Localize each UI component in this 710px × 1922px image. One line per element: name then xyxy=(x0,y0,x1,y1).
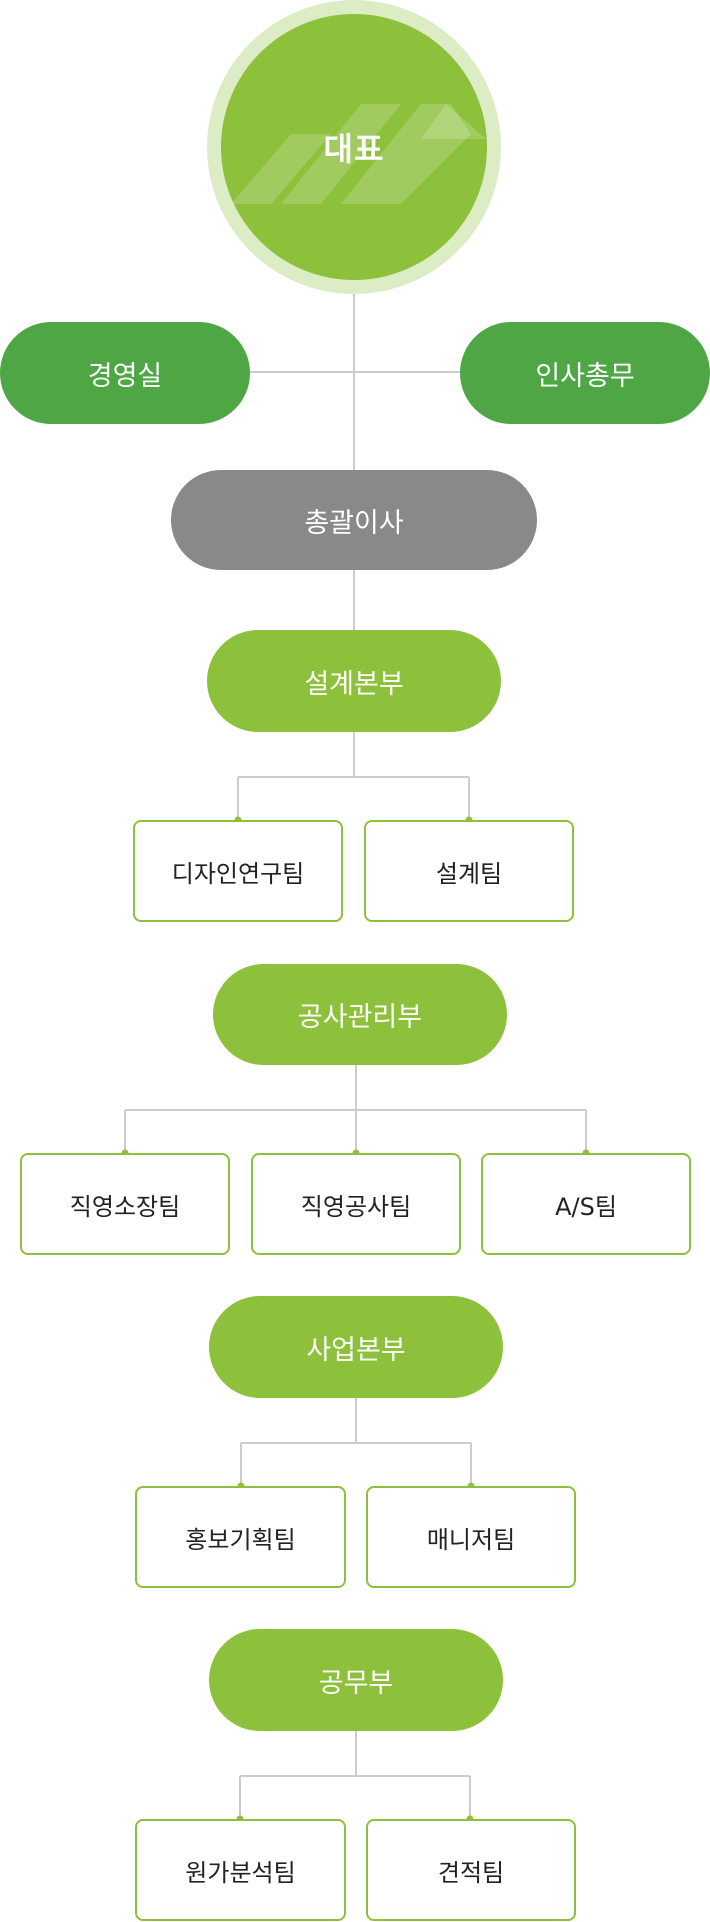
division-public-affairs-node: 공무부 xyxy=(209,1629,503,1731)
team-design-research: 디자인연구팀 xyxy=(133,820,343,922)
team-manager: 매니저팀 xyxy=(366,1486,576,1588)
logo-watermark-icon xyxy=(231,104,486,204)
management-office-node: 경영실 xyxy=(0,322,250,424)
ceo-node: 대표 xyxy=(221,14,487,280)
team-design: 설계팀 xyxy=(364,820,574,922)
team-as: A/S팀 xyxy=(481,1153,691,1255)
division-business-node: 사업본부 xyxy=(209,1296,503,1398)
team-cost-analysis: 원가분석팀 xyxy=(135,1819,346,1921)
team-direct-construction: 직영공사팀 xyxy=(251,1153,461,1255)
division-design-node: 설계본부 xyxy=(207,630,501,732)
team-site-manager: 직영소장팀 xyxy=(20,1153,230,1255)
team-pr-planning: 홍보기획팀 xyxy=(135,1486,346,1588)
hr-affairs-node: 인사총무 xyxy=(460,322,710,424)
general-director-node: 총괄이사 xyxy=(171,470,537,570)
ceo-label: 대표 xyxy=(323,130,385,168)
division-construction-node: 공사관리부 xyxy=(213,964,507,1065)
team-estimate: 견적팀 xyxy=(366,1819,576,1921)
